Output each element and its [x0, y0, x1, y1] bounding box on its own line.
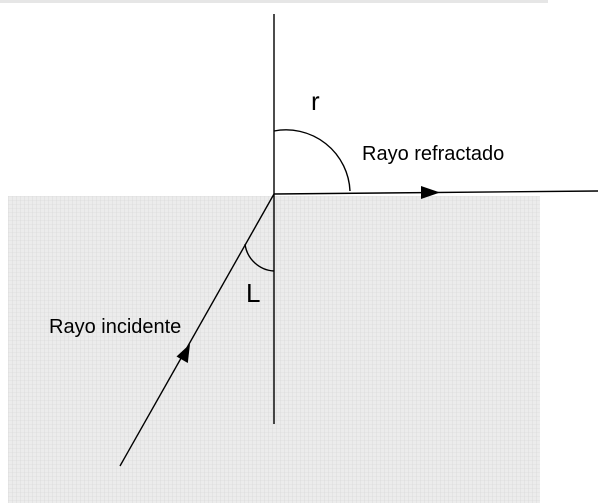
incident-ray-label: Rayo incidente — [49, 316, 181, 338]
refracted-ray-arrowhead — [421, 186, 440, 199]
incidence-angle-arc — [244, 243, 275, 272]
incident-ray-arrowhead — [176, 344, 190, 363]
incident-ray-line — [119, 193, 275, 467]
incident-angle-label: L — [246, 278, 260, 308]
top-border-strip — [0, 0, 548, 3]
refracted-ray-label: Rayo refractado — [362, 143, 504, 165]
refracted-angle-label: r — [311, 86, 320, 116]
refraction-angle-arc — [273, 129, 351, 192]
